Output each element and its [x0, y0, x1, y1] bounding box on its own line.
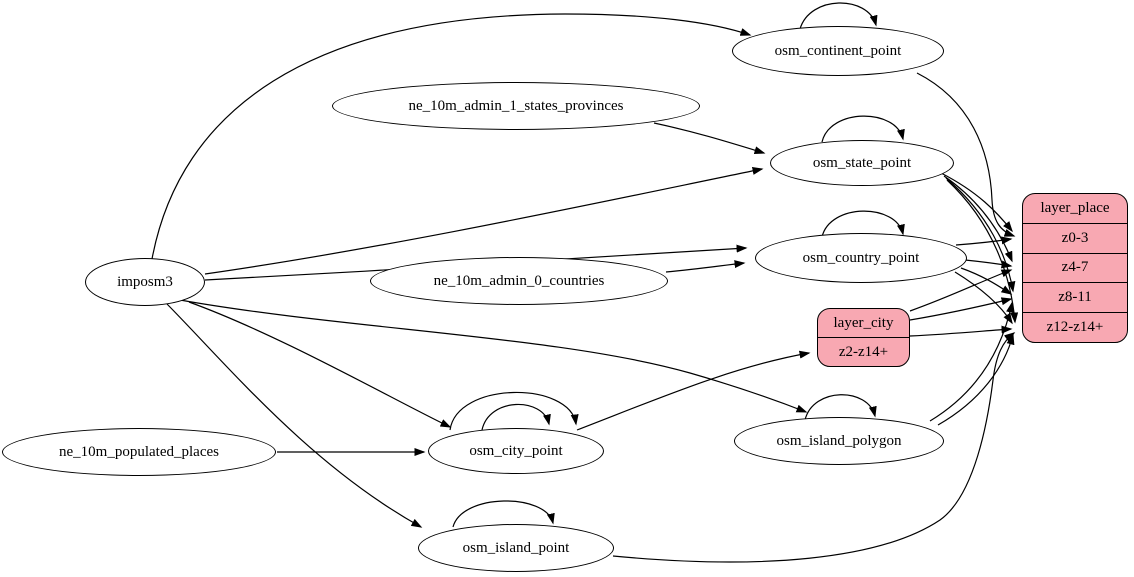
- edge-layer-city-to-layer-place-z12-z14: [909, 325, 1013, 337]
- edge-osm-state-point-to-layer-place-z8-11: [945, 177, 1016, 293]
- self-loop-osm-country-point: [821, 210, 905, 238]
- edge-osm-country-point-to-layer-place-z8-11: [960, 267, 1013, 295]
- node-imposm3-label: imposm3: [117, 273, 173, 290]
- self-loop-osm-continent-point: [799, 2, 878, 30]
- node-osm-island-point: osm_island_point: [418, 524, 614, 572]
- self-loop-osm-island-polygon: [804, 394, 877, 421]
- node-osm-continent-point-label: osm_continent_point: [774, 42, 902, 59]
- node-ne-10m-populated-places-label: ne_10m_populated_places: [59, 443, 219, 460]
- edge-ne-10m-admin-0-countries-to-osm-country-point: [665, 260, 746, 273]
- self-loop-osm-city-point-inner: [481, 403, 551, 431]
- edge-imposm3-to-osm-continent-point: [151, 13, 752, 260]
- edge-osm-city-point-to-layer-city: [576, 350, 811, 431]
- edge-layer-city-to-layer-place-z8-11: [909, 297, 1013, 321]
- edge-imposm3-to-osm-island-polygon: [179, 299, 808, 413]
- node-ne-10m-admin-1-states-provinces: ne_10m_admin_1_states_provinces: [332, 82, 700, 130]
- node-osm-state-point: osm_state_point: [770, 140, 954, 186]
- node-layer-city: layer_city z2-z14+: [817, 308, 910, 367]
- edge-ne-10m-admin-1-states-provinces-to-osm-state-point: [653, 122, 766, 155]
- edge-osm-state-point-to-layer-place-z0-3: [940, 172, 1013, 233]
- edge-imposm3-to-osm-state-point: [204, 166, 764, 275]
- node-osm-island-point-label: osm_island_point: [462, 539, 570, 556]
- node-osm-state-point-label: osm_state_point: [812, 154, 912, 171]
- self-loop-osm-island-point: [452, 500, 555, 528]
- node-osm-continent-point: osm_continent_point: [732, 26, 944, 76]
- edge-imposm3-to-osm-city-point: [188, 301, 452, 428]
- edge-osm-island-polygon-to-layer-place-z8-11: [929, 301, 1014, 422]
- edge-layer-city-to-layer-place-z4-7: [909, 269, 1013, 312]
- node-osm-country-point: osm_country_point: [755, 233, 967, 283]
- layer-place-row-z8-11: z8-11: [1023, 282, 1127, 312]
- layer-place-row-z4-7: z4-7: [1023, 252, 1127, 283]
- node-osm-city-point: osm_city_point: [428, 428, 604, 474]
- edge-osm-continent-point-to-layer-place-z0-3: [916, 72, 1016, 237]
- node-osm-country-point-label: osm_country_point: [802, 249, 920, 266]
- node-ne-10m-populated-places: ne_10m_populated_places: [2, 428, 276, 476]
- node-osm-island-polygon: osm_island_polygon: [734, 417, 944, 465]
- layer-place-title: layer_place: [1040, 199, 1110, 216]
- node-ne-10m-admin-0-countries-label: ne_10m_admin_0_countries: [433, 272, 605, 289]
- edge-osm-country-point-to-layer-place-z0-3: [955, 236, 1013, 246]
- layer-place-row-z0-3: z0-3: [1023, 222, 1127, 253]
- node-layer-place: layer_place z0-3 z4-7 z8-11 z12-z14+: [1022, 193, 1128, 343]
- layer-city-title: layer_city: [833, 314, 894, 331]
- node-ne-10m-admin-0-countries: ne_10m_admin_0_countries: [370, 257, 668, 305]
- edge-imposm3-to-osm-island-point: [166, 303, 423, 528]
- node-ne-10m-admin-1-states-provinces-label: ne_10m_admin_1_states_provinces: [408, 97, 624, 114]
- edge-osm-country-point-to-layer-place-z12-z14: [954, 271, 1013, 325]
- edge-osm-island-point-to-layer-place-z12-z14: [612, 332, 1016, 563]
- node-imposm3: imposm3: [85, 258, 205, 306]
- layer-city-row-z2-z14: z2-z14+: [818, 337, 909, 366]
- layer-place-row-z12-z14: z12-z14+: [1023, 312, 1127, 342]
- edge-osm-island-polygon-to-layer-place-z12-z14: [937, 333, 1015, 426]
- edge-osm-state-point-to-layer-place-z4-7: [943, 175, 1013, 263]
- self-loop-osm-city-point-outer: [449, 391, 579, 431]
- edge-osm-country-point-to-layer-place-z4-7: [964, 259, 1013, 269]
- self-loop-osm-state-point: [821, 115, 905, 143]
- node-osm-city-point-label: osm_city_point: [469, 442, 563, 459]
- node-osm-island-polygon-label: osm_island_polygon: [776, 432, 902, 449]
